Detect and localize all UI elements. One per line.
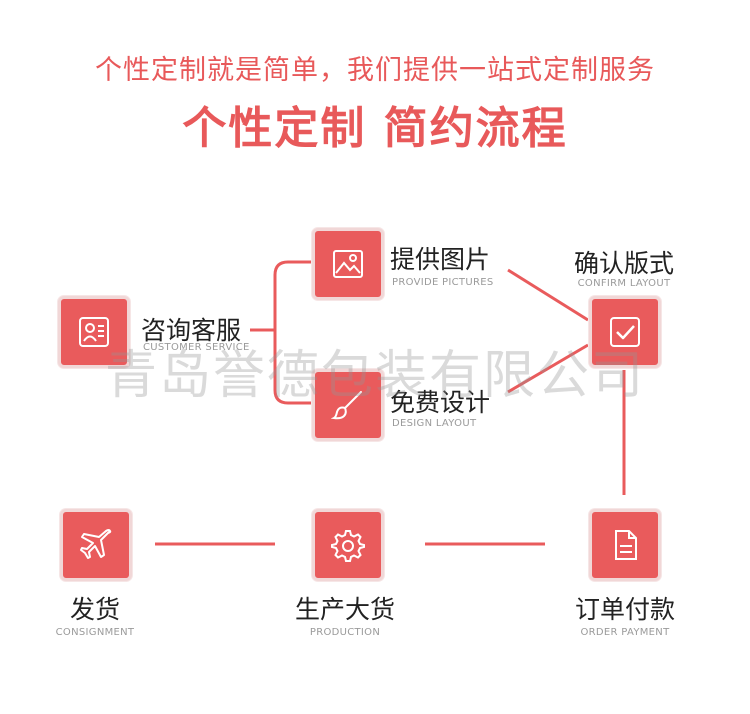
step-shipping-box [60,509,132,581]
step-confirm-box [589,296,661,368]
customer-service-icon [79,317,109,347]
step-design-sublabel: DESIGN LAYOUT [392,418,477,429]
step-payment-label: 订单付款 [574,595,675,624]
step-shipping-sublabel: CONSIGNMENT [55,627,135,638]
company-watermark: 青岛誉德包装有限公司 [104,346,645,406]
connector-design-confirm [507,343,589,394]
checkmark-icon [610,317,640,347]
step-production-box [312,509,384,581]
airplane-icon [80,529,112,559]
step-consult-label: 咨询客服 [141,316,242,345]
step-shipping-label: 发货 [69,595,120,624]
step-pictures-label: 提供图片 [390,245,491,274]
step-pictures-box [312,228,384,300]
step-design-box [312,369,384,441]
step-confirm-sublabel: CONFIRM LAYOUT [577,278,671,289]
step-payment-sublabel: ORDER PAYMENT [580,627,670,638]
step-consult-box [58,296,130,368]
page-title: 个性定制 简约流程 [182,103,568,154]
image-icon [333,250,363,278]
step-production-label: 生产大货 [294,595,395,624]
page-subtitle: 个性定制就是简单，我们提供一站式定制服务 [95,55,655,86]
step-confirm-label: 确认版式 [573,249,674,278]
paintbrush-icon [331,391,362,420]
step-design-label: 免费设计 [390,388,491,417]
step-payment-box [589,509,661,581]
gear-icon [331,530,365,562]
connector-pictures-confirm [507,268,589,322]
step-pictures-sublabel: PROVIDE PICTURES [392,277,494,288]
document-icon [615,530,637,560]
connector-consult-branch [250,260,313,405]
step-consult-sublabel: CUSTOMER SERVICE [143,342,250,353]
step-production-sublabel: PRODUCTION [309,627,381,638]
